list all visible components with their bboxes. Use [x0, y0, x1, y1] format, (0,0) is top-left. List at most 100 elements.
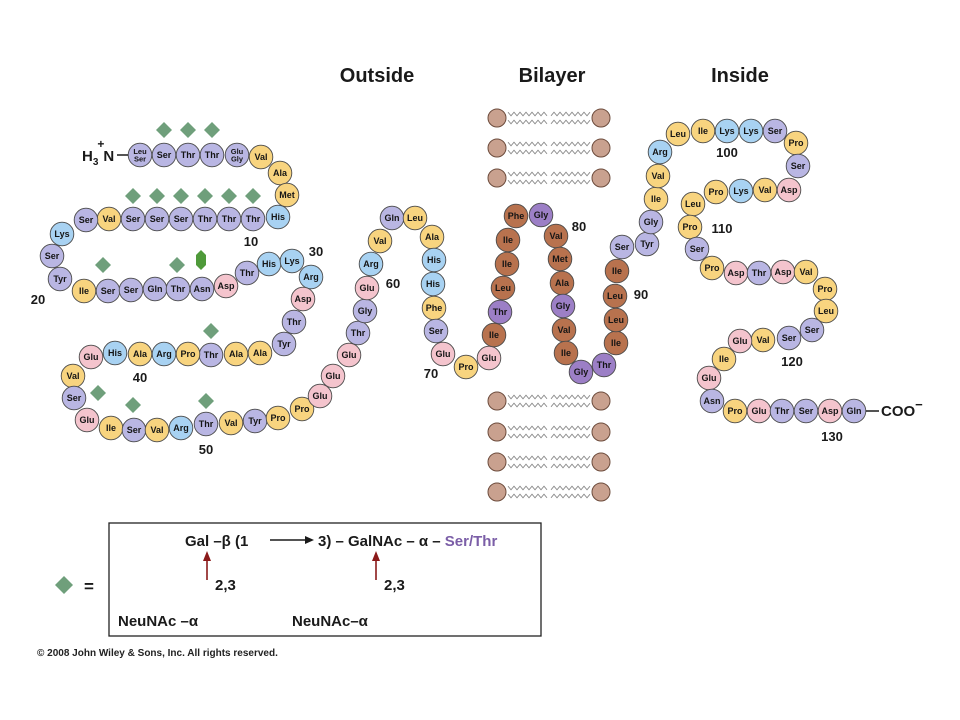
- residue-circle: [609, 234, 635, 260]
- lipid-head: [487, 108, 507, 128]
- residue-46: Ile: [98, 415, 124, 441]
- residue-label: Ala: [229, 349, 244, 359]
- residue-103: Pro: [783, 130, 809, 156]
- residue-label: Ser: [791, 161, 806, 171]
- residue-62: Val: [367, 228, 393, 254]
- residue-label: Ser: [429, 326, 444, 336]
- residue-label: Val: [254, 152, 267, 162]
- residue-label: Thr: [181, 150, 196, 160]
- residue-label: Val: [756, 335, 769, 345]
- lipid-tail: [550, 119, 591, 125]
- branch-arrow-b-head: [372, 551, 380, 561]
- residue-108: Pro: [703, 179, 729, 205]
- o-glycan-diamond-icon: [90, 385, 106, 401]
- lipid-bilayer: [487, 108, 611, 502]
- lipid-head: [591, 138, 611, 158]
- residue-circle: [453, 354, 479, 380]
- residue-10: Thr: [240, 206, 266, 232]
- lipid-head: [487, 168, 507, 188]
- residue-24: Gln: [142, 276, 168, 302]
- residue-60: Glu: [354, 275, 380, 301]
- residue-label: Thr: [199, 419, 214, 429]
- n-terminus-label: H3+N: [82, 137, 114, 168]
- residue-label: Ile: [611, 338, 621, 348]
- residue-label: Val: [224, 418, 237, 428]
- residue-label: Ile: [79, 286, 89, 296]
- residue-97: Arg: [647, 139, 673, 165]
- residue-78: Phe: [503, 203, 529, 229]
- lipid-tail: [507, 394, 548, 400]
- residue-circle: [358, 251, 384, 277]
- lipid-tail: [507, 463, 548, 469]
- lipid-head: [487, 138, 507, 158]
- residue-label: Ile: [106, 423, 116, 433]
- residue-85: Ile: [553, 340, 579, 366]
- branch-b-sugar: NeuNAc–α: [292, 613, 369, 630]
- linkage-arrow: [270, 536, 314, 544]
- residue-circle: [423, 318, 449, 344]
- residue-circle: [481, 322, 507, 348]
- residue-label: Leu: [607, 291, 623, 301]
- residue-label: Ala: [133, 349, 148, 359]
- residue-72: Glu: [476, 345, 502, 371]
- residue-107: Lys: [728, 178, 754, 204]
- residue-label: Thr: [222, 214, 237, 224]
- residue-label: Arg: [156, 349, 172, 359]
- branch-arrow-b: [372, 551, 380, 580]
- residue-89: Leu: [603, 307, 629, 333]
- residue-label: Leu: [133, 147, 147, 156]
- residue-label: Val: [799, 267, 812, 277]
- lipid-tail: [507, 149, 548, 155]
- residue-93: Tyr: [634, 231, 660, 257]
- residue-label: Leu: [670, 129, 686, 139]
- residue-label: Ser: [690, 244, 705, 254]
- residue-alt-label: Gly: [231, 155, 244, 164]
- residue-119: Ser: [799, 317, 825, 343]
- lipid-tail: [550, 141, 591, 147]
- residue-74: Thr: [487, 299, 513, 325]
- residue-label: Ser: [150, 214, 165, 224]
- residue-circle: [144, 417, 170, 443]
- residue-circle: [74, 407, 100, 433]
- residue-66: His: [421, 247, 447, 273]
- residue-label: Ile: [502, 259, 512, 269]
- heading-bilayer: Bilayer: [519, 65, 586, 87]
- residue-label: His: [427, 255, 441, 265]
- o-glycan-diamond-icon: [156, 122, 172, 138]
- lipid-head: [591, 422, 611, 442]
- residue-label: Leu: [685, 199, 701, 209]
- lipid-row: [487, 168, 611, 188]
- residue-label: Thr: [351, 328, 366, 338]
- lipid-tail: [507, 493, 548, 499]
- residue-circle: [528, 202, 554, 228]
- glycosylation-markers: [90, 122, 261, 413]
- residue-label: Glu: [702, 373, 717, 383]
- residue-label: His: [271, 212, 285, 222]
- residue-label: Gln: [148, 284, 163, 294]
- residue-number-label: 10: [244, 234, 258, 249]
- lipid-tail: [550, 493, 591, 499]
- residue-34: Tyr: [271, 331, 297, 357]
- residue-label: Pro: [817, 284, 833, 294]
- n-glycan-hexagon-icon: [196, 250, 206, 270]
- residue-19: Ser: [39, 243, 65, 269]
- residue-67: His: [420, 271, 446, 297]
- residue-label: Gly: [358, 306, 373, 316]
- residue-112: Pro: [699, 255, 725, 281]
- residue-label: Met: [279, 190, 295, 200]
- lipid-head: [487, 452, 507, 472]
- residue-131: Gln: [841, 398, 867, 424]
- branch-arrow-a-head: [203, 551, 211, 561]
- n-terminus-h: H: [82, 148, 93, 165]
- residue-29: His: [256, 251, 282, 277]
- residue-100: Lys: [714, 118, 740, 144]
- residue-label: Lys: [733, 186, 748, 196]
- residue-18: Lys: [49, 221, 75, 247]
- residue-4: Thr: [199, 142, 225, 168]
- lipid-tail: [507, 179, 548, 185]
- residue-circle: [728, 178, 754, 204]
- lipid-head: [487, 482, 507, 502]
- branch-a-position: 2,3: [215, 577, 236, 594]
- residue-label: Ser: [799, 406, 814, 416]
- residue-circle: [102, 340, 128, 366]
